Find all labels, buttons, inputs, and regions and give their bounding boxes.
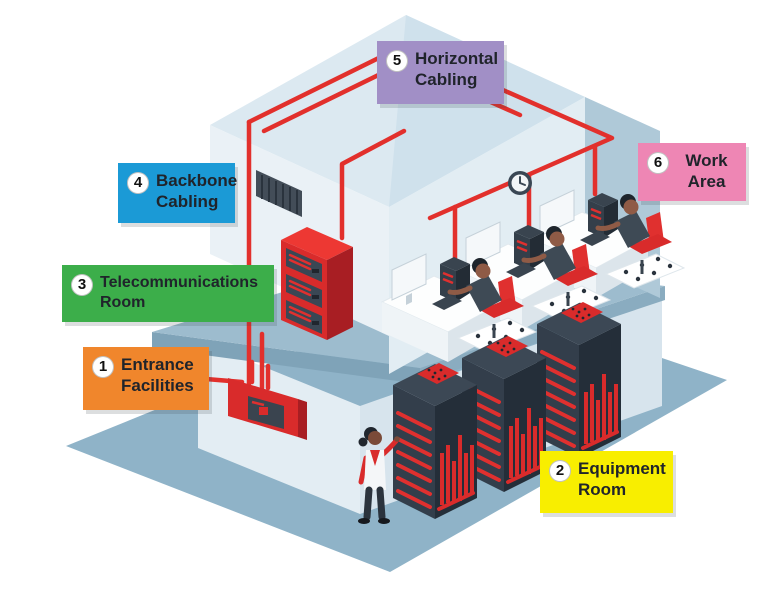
label-text: Entrance Facilities	[121, 355, 194, 395]
label-number-badge: 1	[92, 356, 114, 378]
label-number-badge: 3	[71, 274, 93, 296]
label-text: Equipment Room	[578, 459, 666, 499]
label-number-badge: 4	[127, 172, 149, 194]
label-telecommunications-room: 3 Telecommunications Room	[62, 265, 274, 322]
upper-slab-edge	[152, 332, 420, 384]
label-equipment-room: 2 Equipment Room	[540, 451, 673, 513]
wall-clock-icon	[508, 171, 532, 195]
label-backbone-cabling: 4 Backbone Cabling	[118, 163, 238, 223]
telecom-rack-riser-cable	[339, 128, 407, 241]
server-rack-1	[391, 361, 479, 521]
vent-grille-icon	[256, 170, 302, 217]
label-entrance-facilities: 1 Entrance Facilities	[83, 347, 209, 410]
label-number-badge: 6	[647, 152, 669, 174]
label-horizontal-cabling: 5 Horizontal Cabling	[377, 41, 504, 104]
technician-figure	[358, 427, 400, 524]
label-text: Work Area	[685, 151, 728, 191]
label-work-area: 6 Work Area	[638, 143, 746, 201]
entrance-junction-box-icon	[228, 359, 307, 440]
label-text: Telecommunications Room	[100, 274, 258, 311]
label-number-badge: 2	[549, 460, 571, 482]
telecom-rack-icon	[281, 227, 353, 340]
label-text: Backbone Cabling	[156, 171, 238, 211]
server-rack-3	[535, 300, 623, 460]
label-number-badge: 5	[386, 50, 408, 72]
label-text: Horizontal Cabling	[415, 49, 499, 89]
